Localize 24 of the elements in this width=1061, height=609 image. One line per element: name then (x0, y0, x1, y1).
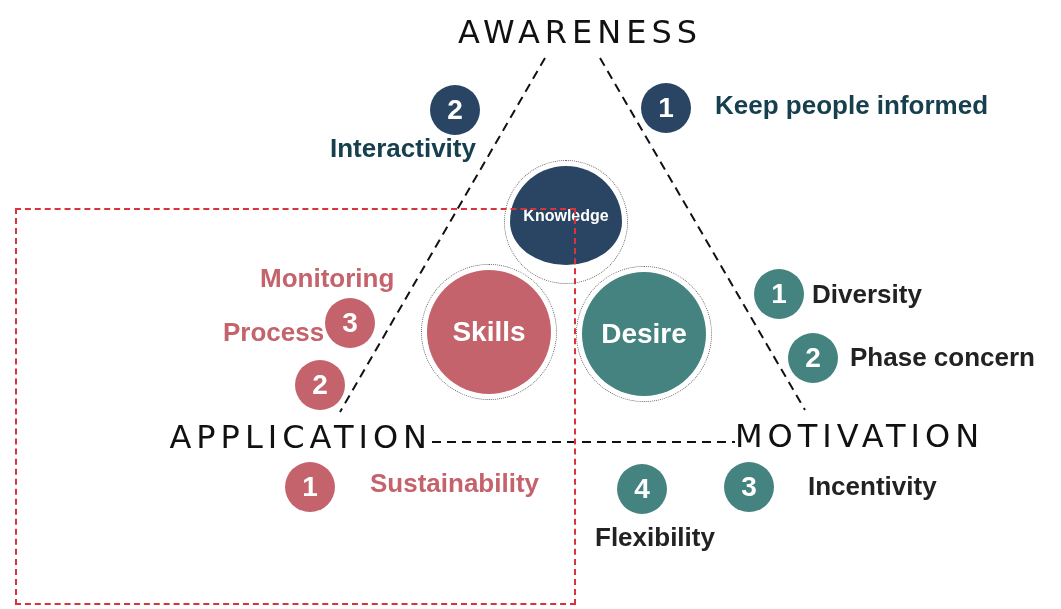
stage-heading: APPLICATION (100, 412, 432, 462)
stage-heading: AWARENESS (420, 6, 740, 58)
caption-label: Process (223, 317, 325, 348)
dashed-line (339, 57, 546, 413)
caption-label: Sustainability (370, 468, 540, 499)
number-circle: 3 (724, 462, 774, 512)
caption-label: Interactivity (330, 133, 476, 164)
dashed-line (431, 441, 736, 443)
number-circle: 1 (285, 462, 335, 512)
caption-label: Incentivity (808, 471, 937, 502)
caption-label: Keep people informed (715, 90, 989, 121)
caption-label: Phase concern (850, 342, 1035, 373)
number-circle: 2 (295, 360, 345, 410)
caption-label: Flexibility (595, 522, 715, 553)
number-circle: 3 (325, 298, 375, 348)
number-circle: 4 (617, 464, 667, 514)
number-circle: 2 (788, 333, 838, 383)
number-circle: 2 (430, 85, 480, 135)
number-circle: 1 (641, 83, 691, 133)
caption-label: Monitoring (260, 263, 395, 294)
caption-label: Diversity (812, 279, 922, 310)
dashed-line (599, 57, 806, 411)
number-circle: 1 (754, 269, 804, 319)
stage-heading: MOTIVATION (735, 410, 1045, 462)
